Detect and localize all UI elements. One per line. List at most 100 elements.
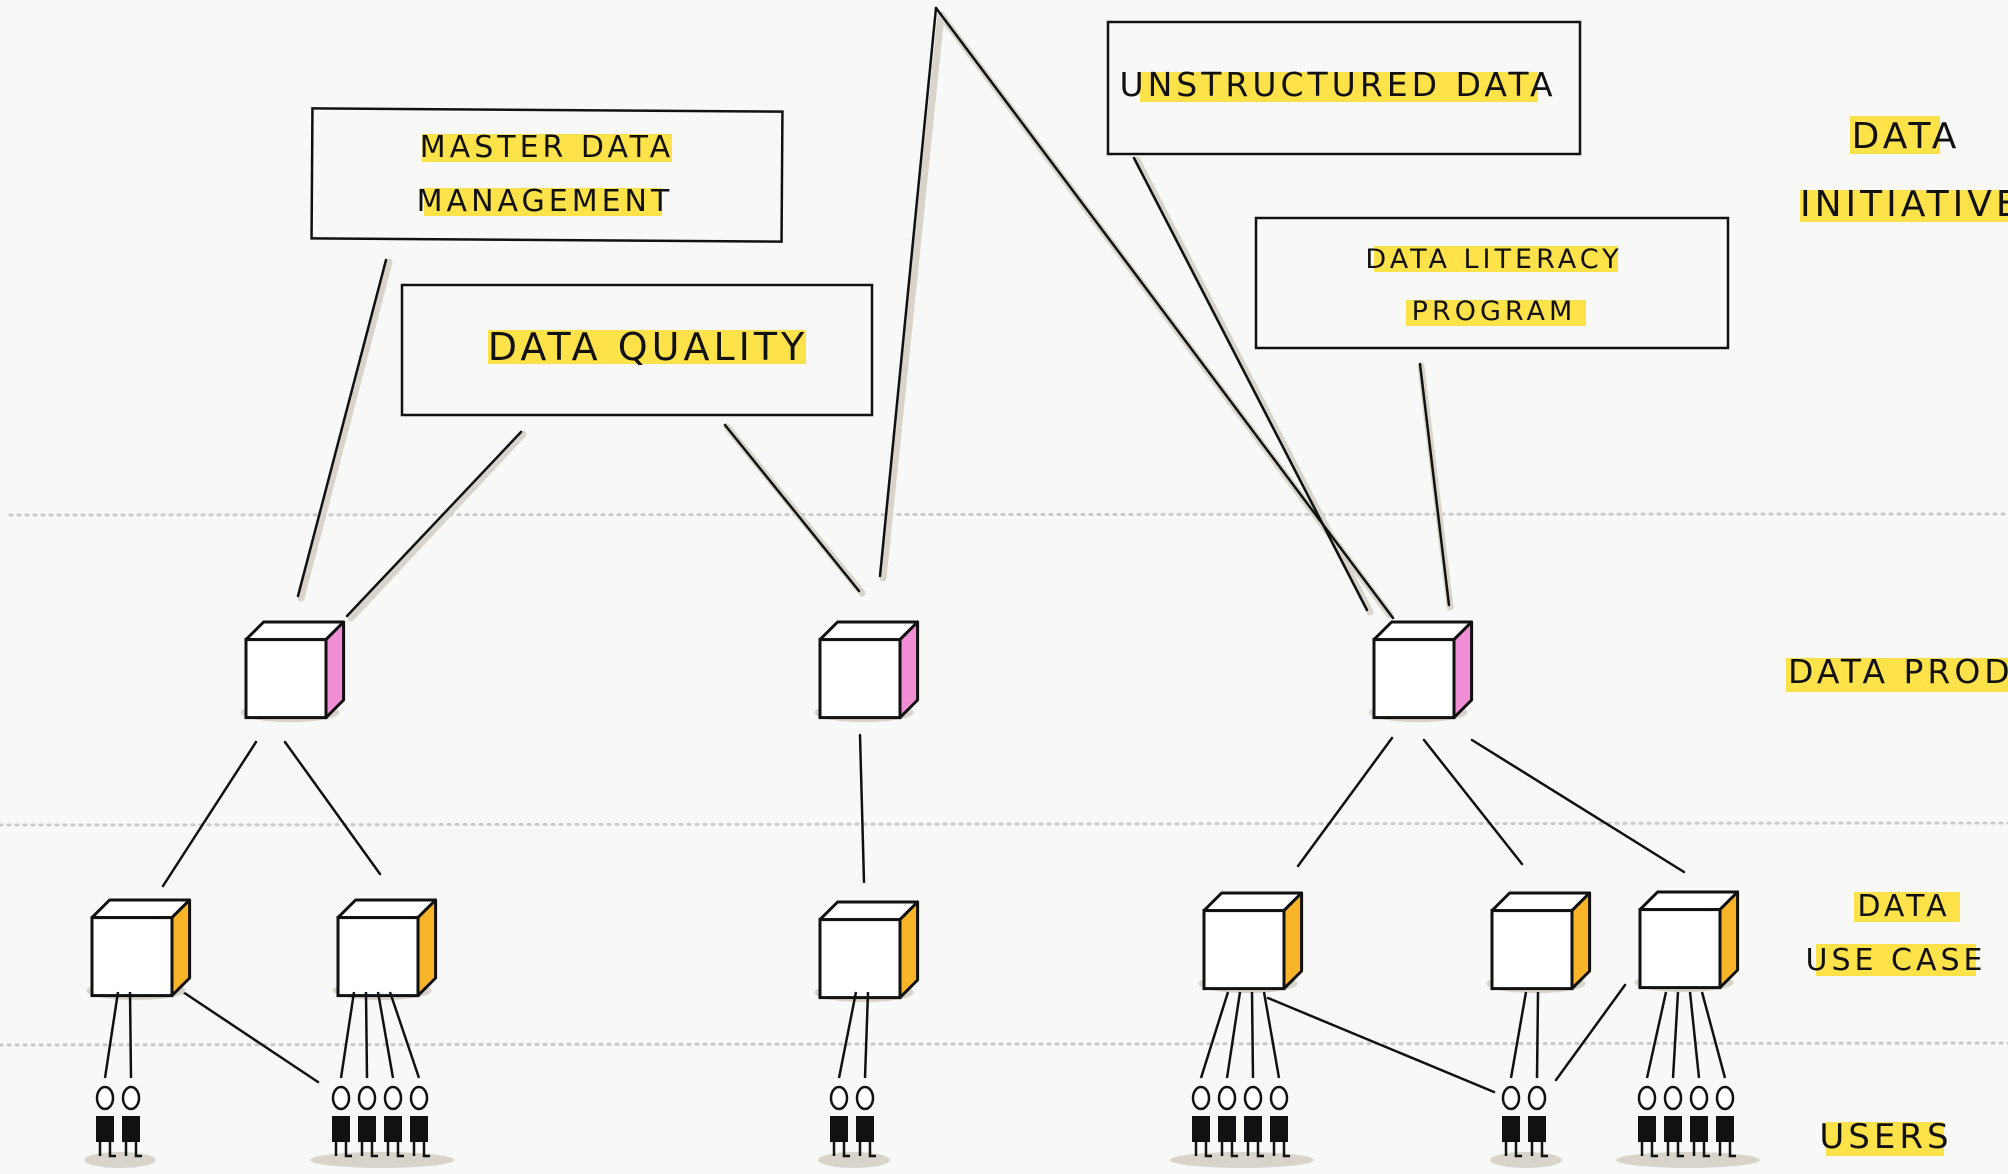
label-users: USERS <box>1819 1117 1952 1157</box>
user-group-3 <box>818 991 890 1168</box>
cubes <box>86 620 1740 1003</box>
user-group-6 <box>1616 991 1760 1168</box>
initiative-mdm-line-1: MASTER DATA <box>420 130 674 165</box>
highlight-mdm-1 <box>422 134 672 162</box>
connectors <box>161 6 1686 1094</box>
user-figure <box>1217 1085 1238 1158</box>
user-connector <box>364 991 369 1079</box>
connector-product3-usecase6 <box>1470 738 1686 874</box>
use-case-5 <box>1486 891 1592 994</box>
user-figure <box>409 1085 430 1158</box>
user-figure <box>357 1085 378 1158</box>
connector-product1-usecase1 <box>161 740 258 888</box>
initiative-boxes: MASTER DATA MANAGEMENT DATA QUALITY UNST… <box>310 20 1730 417</box>
connector-dq-product2 <box>723 423 861 593</box>
user-connector <box>1250 991 1255 1079</box>
user-connector <box>1225 991 1242 1079</box>
user-figure <box>1689 1085 1710 1158</box>
initiative-mdm-line-2: MANAGEMENT <box>417 184 674 219</box>
user-connector <box>1688 991 1701 1079</box>
product-2 <box>814 620 920 723</box>
highlight-dl-2 <box>1406 300 1586 326</box>
connector-usecase6-group5 <box>1554 983 1627 1082</box>
user-figure <box>1527 1085 1548 1158</box>
connector-apex-product3 <box>934 6 1395 620</box>
user-group-4 <box>1170 991 1314 1168</box>
user-connector <box>1509 991 1528 1079</box>
user-connector <box>863 991 870 1079</box>
highlight-mdm-2 <box>424 188 662 216</box>
initiative-ud-line-1: UNSTRUCTURED DATA <box>1119 65 1556 104</box>
user-figure <box>1715 1085 1736 1158</box>
separator-products-usecases <box>0 821 2008 827</box>
user-figure <box>121 1085 142 1158</box>
initiative-dl-line-1: DATA LITERACY <box>1365 244 1622 275</box>
connector-ud-product3 <box>1132 156 1369 612</box>
user-figure <box>829 1085 850 1158</box>
connector-dl-product3 <box>1418 362 1451 607</box>
label-highlight-initiatives-1 <box>1850 116 1940 154</box>
connector-usecase4-group5 <box>1266 996 1496 1094</box>
highlight-dl-1 <box>1374 246 1618 272</box>
label-highlight-usecase-1 <box>1854 892 1960 922</box>
user-figure <box>1269 1085 1290 1158</box>
product-3 <box>1368 620 1474 723</box>
initiative-unstructured-data: UNSTRUCTURED DATA <box>1106 20 1582 156</box>
user-connector <box>388 991 421 1079</box>
initiative-data-literacy-program: DATA LITERACY PROGRAM <box>1254 216 1730 350</box>
user-figure <box>331 1085 352 1158</box>
connector-product3-usecase4 <box>1296 736 1394 868</box>
label-highlight-products <box>1786 658 2008 692</box>
user-figure <box>1191 1085 1212 1158</box>
user-connector <box>1671 991 1680 1079</box>
highlight-dq <box>488 330 806 364</box>
users <box>84 991 1760 1168</box>
user-connector <box>1262 991 1281 1079</box>
label-usecase-line-2: USE CASE <box>1806 943 1987 978</box>
user-connector <box>339 991 356 1079</box>
user-connector <box>1645 991 1668 1079</box>
connector-mdm-product1 <box>296 258 388 598</box>
product-1 <box>240 620 346 723</box>
highlight-ud <box>1140 72 1538 102</box>
label-highlight-initiatives-2 <box>1800 190 2008 222</box>
user-connector <box>128 991 133 1079</box>
initiative-data-quality: DATA QUALITY <box>400 283 874 417</box>
user-figure <box>1243 1085 1264 1158</box>
user-connector <box>1535 991 1540 1079</box>
label-initiatives-line-2: INITIATIVES <box>1800 184 2008 225</box>
user-connector <box>376 991 395 1079</box>
use-case-6 <box>1634 890 1740 993</box>
label-highlight-users <box>1826 1122 1944 1156</box>
use-case-2 <box>332 898 438 1001</box>
use-case-1 <box>86 898 192 1001</box>
user-figure <box>1501 1085 1522 1158</box>
user-group-2 <box>310 991 454 1168</box>
initiative-dq-line-1: DATA QUALITY <box>488 325 809 369</box>
separator-usecases-users <box>0 1041 2008 1047</box>
user-figure <box>95 1085 116 1158</box>
use-case-3 <box>814 900 920 1003</box>
connector-product2-usecase3 <box>858 733 866 884</box>
user-group-1 <box>84 991 156 1168</box>
user-figure <box>1663 1085 1684 1158</box>
connector-usecase1-group2 <box>178 988 320 1084</box>
connector-product1-usecase2 <box>283 740 382 876</box>
user-connector <box>837 991 858 1079</box>
user-figure <box>855 1085 876 1158</box>
connector-product3-usecase5 <box>1422 738 1524 866</box>
user-figure <box>1637 1085 1658 1158</box>
use-case-4 <box>1198 891 1304 994</box>
initiative-dl-line-2: PROGRAM <box>1412 296 1577 327</box>
connector-apex-product2 <box>878 6 938 578</box>
row-separators <box>0 512 2008 1047</box>
connector-dq-product1 <box>345 430 523 618</box>
label-highlight-usecase-2 <box>1816 944 1976 976</box>
user-connector <box>103 991 120 1079</box>
user-connector <box>1199 991 1230 1079</box>
initiative-master-data-management: MASTER DATA MANAGEMENT <box>310 107 784 243</box>
row-labels: DATA INITIATIVES DATA PRODUCTS DATA USE … <box>1786 116 2008 1157</box>
label-usecase-line-1: DATA <box>1857 889 1950 924</box>
label-products: DATA PRODUCTS <box>1788 652 2008 691</box>
